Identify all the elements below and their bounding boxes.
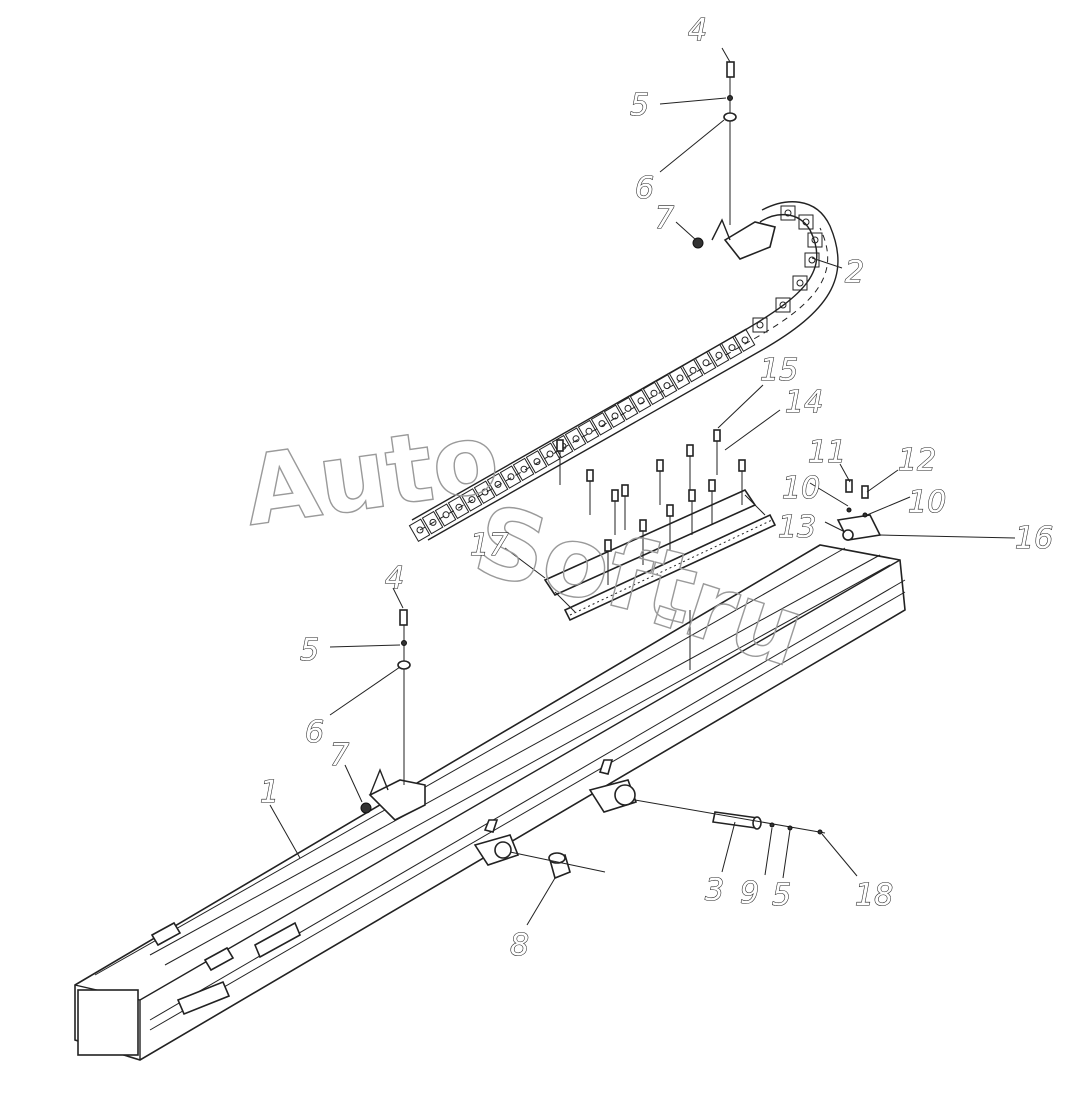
callout-18: 18 — [855, 878, 893, 913]
rack-bolt — [708, 479, 716, 525]
pivot-bracket-rear — [588, 759, 638, 813]
chain-link — [807, 232, 823, 248]
rack-bolt — [611, 489, 619, 535]
lower-chain-mount — [360, 609, 426, 821]
chain-link — [792, 275, 808, 291]
chain-link — [434, 503, 457, 527]
callout-17: 17 — [470, 528, 508, 563]
chain-link — [499, 465, 522, 489]
chain-link — [408, 518, 431, 542]
callout-9: 9 — [740, 876, 759, 911]
cable-drag-chain — [408, 201, 839, 542]
callout-15: 15 — [760, 353, 798, 388]
callout-14: 14 — [785, 385, 823, 420]
chain-link — [616, 396, 639, 421]
chain-link — [525, 450, 548, 474]
chain-link — [473, 480, 496, 504]
rack-bolt — [604, 539, 612, 585]
rack-bolt — [656, 459, 664, 505]
chain-link — [775, 297, 791, 313]
chain-link — [733, 328, 756, 352]
chain-link — [421, 510, 444, 535]
chain-link — [486, 472, 509, 497]
callout-8: 8 — [510, 928, 529, 963]
rack-bolt — [688, 489, 696, 535]
callout-10-left: 10 — [782, 471, 820, 506]
rack-bolt — [686, 444, 694, 490]
chain-link — [629, 389, 652, 413]
callout-7-top: 7 — [655, 201, 674, 236]
upper-chain-mount — [692, 61, 776, 260]
chain-link — [780, 205, 796, 221]
rack-bolt — [666, 504, 674, 550]
callout-3: 3 — [705, 873, 724, 908]
chain-link — [603, 404, 626, 428]
chain-link — [538, 442, 561, 466]
leader-lines — [269, 47, 911, 926]
callout-4-lower: 4 — [385, 561, 404, 596]
rack-bolt — [639, 519, 647, 565]
watermark-text-1: Auto — [238, 401, 506, 547]
callout-1: 1 — [260, 775, 279, 810]
callout-6-top: 6 — [635, 171, 654, 206]
callout-16: 16 — [1015, 521, 1053, 556]
chain-link — [707, 343, 730, 368]
chain-link — [694, 351, 717, 375]
rack-bolt — [621, 484, 629, 530]
chain-link — [655, 374, 678, 398]
callout-5-pin: 5 — [772, 878, 791, 913]
chain-link — [642, 381, 665, 406]
chain-link — [460, 488, 483, 512]
rack-bolt — [713, 429, 721, 475]
chain-link — [447, 495, 470, 520]
callout-4-top: 4 — [688, 13, 707, 48]
bushing-8 — [509, 851, 606, 880]
main-beam — [74, 544, 906, 1061]
callout-11: 11 — [808, 435, 846, 470]
rack-bolt — [738, 459, 746, 505]
chain-link — [752, 317, 768, 333]
callout-12: 12 — [898, 443, 936, 478]
chain-link — [681, 358, 704, 383]
pivot-bracket-front — [473, 819, 520, 866]
callout-5-lower: 5 — [300, 633, 319, 668]
callout-labels: 4 5 6 7 2 15 14 11 12 10 10 13 16 17 4 5… — [259, 12, 1053, 963]
callout-6-lower: 6 — [305, 715, 324, 750]
callout-10-right: 10 — [908, 485, 946, 520]
rack-bolt — [586, 469, 594, 515]
callout-13: 13 — [778, 510, 816, 545]
gear-rack-assembly — [543, 429, 777, 622]
chain-link — [668, 366, 691, 390]
chain-link — [577, 419, 600, 444]
rack-bolt — [556, 439, 564, 485]
callout-5-top: 5 — [630, 88, 649, 123]
end-block-16 — [836, 479, 1016, 541]
chain-link — [720, 336, 743, 360]
chain-link — [564, 427, 587, 451]
chain-link — [798, 214, 814, 230]
chain-link — [512, 457, 535, 482]
callout-2: 2 — [845, 255, 864, 290]
chain-link — [590, 412, 613, 436]
callout-7-lower: 7 — [330, 738, 349, 773]
pin-3 — [634, 799, 826, 835]
